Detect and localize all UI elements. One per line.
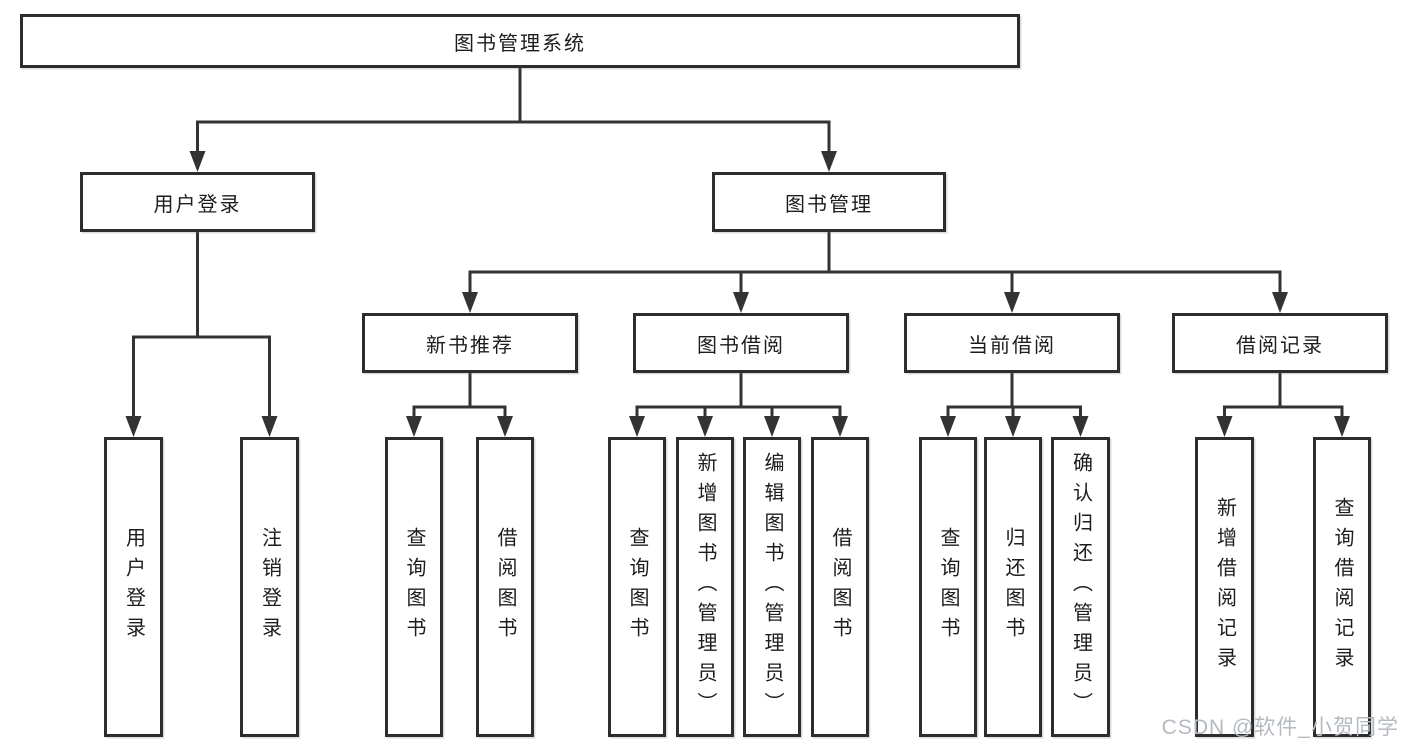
leaf-add-borrow-record-label: 新增借阅记录: [1213, 497, 1236, 677]
leaf-confirm-return-admin-label: 确认归还（管理员）: [1069, 452, 1092, 722]
leaf-return-books: 归还图书: [984, 437, 1042, 737]
leaf-borrow-books-label: 借阅图书: [829, 527, 851, 647]
node-root: 图书管理系统: [20, 14, 1020, 68]
leaf-query-borrow-record: 查询借阅记录: [1313, 437, 1371, 737]
node-borrowing-records: 借阅记录: [1172, 313, 1388, 373]
node-book-management-label: 图书管理: [785, 193, 873, 216]
leaf-query-books-recommend-label: 查询图书: [403, 527, 425, 647]
node-book-borrowing: 图书借阅: [633, 313, 849, 373]
leaf-return-books-label: 归还图书: [1002, 527, 1024, 647]
node-new-book-recommend: 新书推荐: [362, 313, 578, 373]
leaf-query-books-borrowing: 查询图书: [608, 437, 666, 737]
leaf-confirm-return-admin: 确认归还（管理员）: [1051, 437, 1110, 737]
node-book-borrowing-label: 图书借阅: [697, 334, 785, 357]
leaf-borrow-books-recommend-label: 借阅图书: [494, 527, 516, 647]
node-book-management: 图书管理: [712, 172, 946, 232]
leaf-query-books-current-label: 查询图书: [937, 527, 959, 647]
node-current-borrowing: 当前借阅: [904, 313, 1120, 373]
leaf-user-login: 用户登录: [104, 437, 163, 737]
node-new-book-recommend-label: 新书推荐: [426, 334, 514, 357]
node-borrowing-records-label: 借阅记录: [1236, 334, 1324, 357]
node-current-borrowing-label: 当前借阅: [968, 334, 1056, 357]
leaf-edit-books-admin-label: 编辑图书（管理员）: [761, 452, 783, 722]
leaf-query-books-borrowing-label: 查询图书: [626, 527, 648, 647]
leaf-borrow-books-recommend: 借阅图书: [476, 437, 534, 737]
leaf-query-books-recommend: 查询图书: [385, 437, 443, 737]
leaf-add-books-admin: 新增图书（管理员）: [676, 437, 734, 737]
leaf-query-books-current: 查询图书: [919, 437, 977, 737]
leaf-query-borrow-record-label: 查询借阅记录: [1331, 497, 1353, 677]
leaf-add-borrow-record: 新增借阅记录: [1195, 437, 1254, 737]
node-user-login: 用户登录: [80, 172, 315, 232]
node-user-login-label: 用户登录: [153, 193, 242, 216]
node-root-label: 图书管理系统: [454, 32, 586, 55]
leaf-logout: 注销登录: [240, 437, 299, 737]
leaf-logout-label: 注销登录: [258, 527, 281, 647]
leaf-edit-books-admin: 编辑图书（管理员）: [743, 437, 801, 737]
leaf-user-login-label: 用户登录: [122, 527, 145, 647]
leaf-borrow-books: 借阅图书: [811, 437, 869, 737]
leaf-add-books-admin-label: 新增图书（管理员）: [694, 452, 716, 722]
